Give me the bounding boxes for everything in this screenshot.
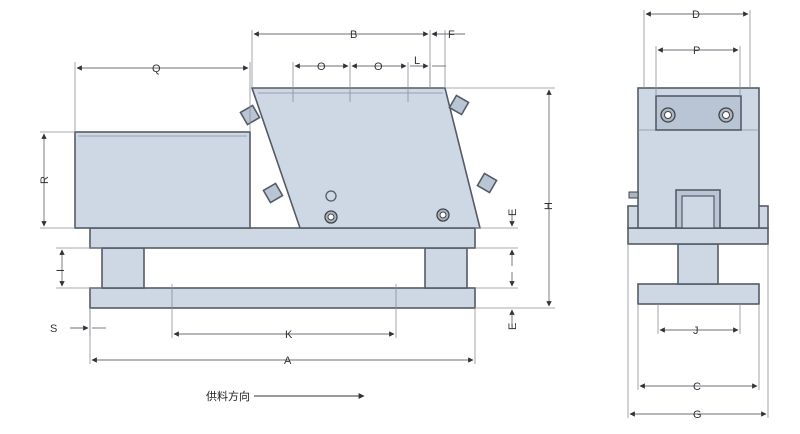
dim-k-label: K	[285, 329, 293, 341]
left-lower-lug	[262, 182, 284, 204]
dim-s-label: S	[50, 323, 57, 335]
side-dimensions: B F O O L Q R I H	[39, 29, 555, 367]
feed-direction-label: 供料方向	[206, 389, 250, 403]
dim-i-label: I	[55, 269, 67, 272]
end-top-plate	[627, 227, 769, 245]
left-leg	[101, 247, 145, 289]
end-view	[627, 87, 769, 305]
hopper-box	[74, 131, 251, 229]
dim-b-label: B	[350, 29, 357, 41]
top-plate	[89, 227, 476, 249]
dim-d-label: D	[692, 9, 700, 21]
small-hole	[325, 190, 337, 202]
dim-e-top-label: E	[507, 209, 519, 216]
dim-j-label: J	[693, 325, 699, 337]
dim-o-left-label: O	[317, 61, 326, 73]
base-plate	[89, 287, 476, 309]
side-view	[74, 87, 498, 309]
dim-f-label: F	[448, 29, 455, 41]
vibrator-body	[250, 87, 482, 229]
dim-e-bottom-label: E	[507, 323, 519, 330]
dim-a-label: A	[284, 355, 292, 367]
right-lower-lug	[476, 172, 498, 194]
end-base-plate	[637, 283, 760, 305]
dim-o-right-label: O	[374, 61, 383, 73]
right-leg	[424, 247, 468, 289]
feed-direction: 供料方向	[206, 389, 365, 403]
end-dimensions: D P J C G	[627, 9, 769, 421]
end-nipple	[628, 191, 639, 199]
dim-q-label: Q	[152, 63, 161, 75]
dim-r-label: R	[39, 176, 51, 184]
end-leg	[677, 243, 719, 285]
dim-c-label: C	[693, 381, 701, 393]
right-upper-lug	[448, 94, 470, 116]
dim-p-label: P	[693, 45, 700, 57]
dim-g-label: G	[693, 409, 702, 421]
dim-l-label: L	[414, 55, 420, 67]
dim-h-label: H	[543, 202, 555, 210]
